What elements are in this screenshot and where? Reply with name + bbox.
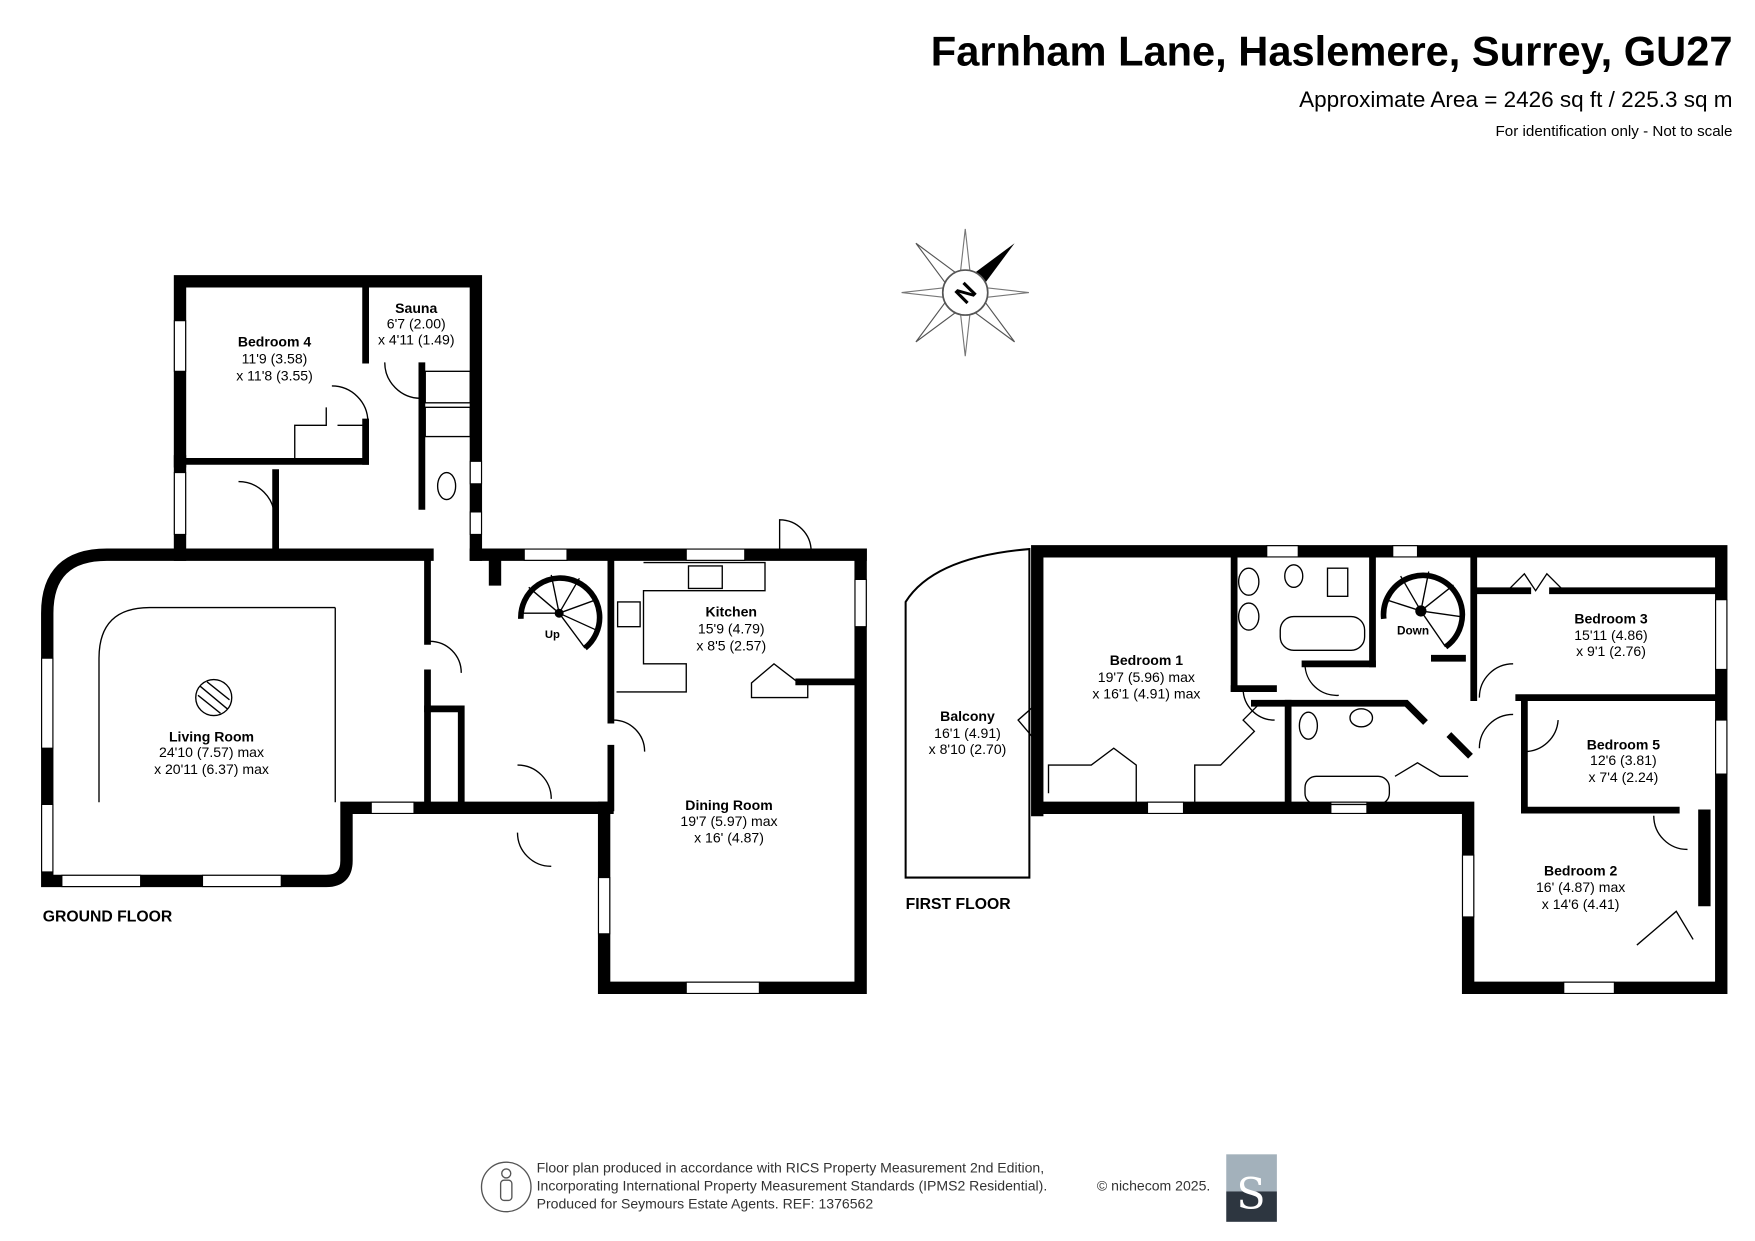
room-bedroom-1: Bedroom 1 19'7 (5.96) max x 16'1 (4.91) … — [1092, 652, 1200, 702]
room-label-text: x 8'10 (2.70) — [929, 741, 1007, 757]
room-label-text: x 4'11 (1.49) — [378, 331, 455, 347]
room-label-text: Bedroom 5 — [1587, 736, 1661, 752]
room-label-text: x 14'6 (4.41) — [1542, 896, 1620, 912]
first-floor-label: FIRST FLOOR — [906, 896, 1012, 913]
room-label-text: 19'7 (5.97) max — [680, 813, 777, 829]
first-floor-doors — [1017, 663, 1694, 946]
room-label-text: 15'11 (4.86) — [1574, 627, 1648, 643]
seymours-logo: S — [1226, 1154, 1277, 1222]
room-label-text: 24'10 (7.57) max — [159, 744, 264, 760]
compass-icon — [901, 228, 1029, 357]
room-label-text: Bedroom 4 — [238, 334, 312, 350]
room-label-text: 6'7 (2.00) — [387, 316, 446, 332]
room-label-text: x 9'1 (2.76) — [1576, 643, 1646, 659]
room-label-text: Bedroom 2 — [1544, 862, 1618, 878]
ground-floor-label: GROUND FLOOR — [43, 908, 173, 925]
balcony-outline — [904, 547, 1031, 879]
room-bedroom-5: Bedroom 5 12'6 (3.81) x 7'4 (2.24) — [1587, 736, 1661, 785]
first-floor-walls — [1031, 545, 1728, 994]
room-dining-room: Dining Room 19'7 (5.97) max x 16' (4.87) — [680, 797, 777, 846]
room-label-text: Balcony — [940, 708, 995, 724]
room-label-text: 19'7 (5.96) max — [1098, 669, 1195, 685]
room-bedroom-3: Bedroom 3 15'11 (4.86) x 9'1 (2.76) — [1574, 610, 1648, 659]
room-label-text: 16'1 (4.91) — [934, 725, 1001, 741]
disclaimer: For identification only - Not to scale — [1496, 123, 1733, 140]
first-floor-fixtures — [1237, 564, 1565, 806]
room-label-text: 16' (4.87) max — [1536, 879, 1625, 895]
footer-line-3: Produced for Seymours Estate Agents. REF… — [537, 1195, 874, 1211]
rics-person-icon — [480, 1161, 532, 1213]
footer-line-2: Incorporating International Property Mea… — [537, 1177, 1048, 1193]
stairs-up-label: Up — [545, 629, 560, 641]
room-bedroom-4: Bedroom 4 11'9 (3.58) x 11'8 (3.55) — [236, 334, 313, 384]
room-balcony: Balcony 16'1 (4.91) x 8'10 (2.70) — [929, 708, 1007, 757]
room-label-text: x 7'4 (2.24) — [1588, 769, 1658, 785]
room-label-text: x 16'1 (4.91) max — [1092, 686, 1200, 702]
room-label-text: Dining Room — [685, 797, 772, 813]
room-living-room: Living Room 24'10 (7.57) max x 20'11 (6.… — [154, 728, 269, 777]
room-kitchen: Kitchen 15'9 (4.79) x 8'5 (2.57) — [696, 604, 766, 654]
room-label-text: x 11'8 (3.55) — [236, 367, 313, 383]
room-label-text: 15'9 (4.79) — [698, 620, 765, 636]
copyright: © nichecom 2025. — [1097, 1177, 1210, 1193]
ground-floor-doors — [238, 362, 812, 867]
page-title: Farnham Lane, Haslemere, Surrey, GU27 — [931, 27, 1733, 74]
room-label-text: x 16' (4.87) — [694, 830, 764, 846]
stairs-down-icon — [1380, 571, 1466, 650]
room-label-text: Sauna — [395, 300, 437, 316]
room-bedroom-2: Bedroom 2 16' (4.87) max x 14'6 (4.41) — [1536, 862, 1625, 912]
room-sauna: Sauna 6'7 (2.00) x 4'11 (1.49) — [378, 300, 455, 348]
room-label-text: 12'6 (3.81) — [1590, 752, 1657, 768]
room-label-text: 11'9 (3.58) — [242, 350, 308, 366]
stairs-up-icon — [518, 574, 603, 651]
room-label-text: Bedroom 1 — [1110, 652, 1184, 668]
room-label-text: x 8'5 (2.57) — [696, 637, 766, 653]
room-label-text: Living Room — [169, 728, 254, 744]
ground-floor-fixtures — [98, 370, 809, 803]
room-label-text: x 20'11 (6.37) max — [154, 761, 269, 777]
room-label-text: S — [1236, 1169, 1265, 1219]
room-label-text: Bedroom 3 — [1574, 610, 1648, 626]
ground-floor-windows — [41, 320, 867, 994]
approximate-area: Approximate Area = 2426 sq ft / 225.3 sq… — [1299, 87, 1732, 112]
footer-line-1: Floor plan produced in accordance with R… — [537, 1159, 1045, 1175]
first-floor-windows — [1146, 545, 1728, 994]
room-label-text: Kitchen — [705, 604, 757, 620]
stairs-down-label: Down — [1397, 624, 1429, 638]
